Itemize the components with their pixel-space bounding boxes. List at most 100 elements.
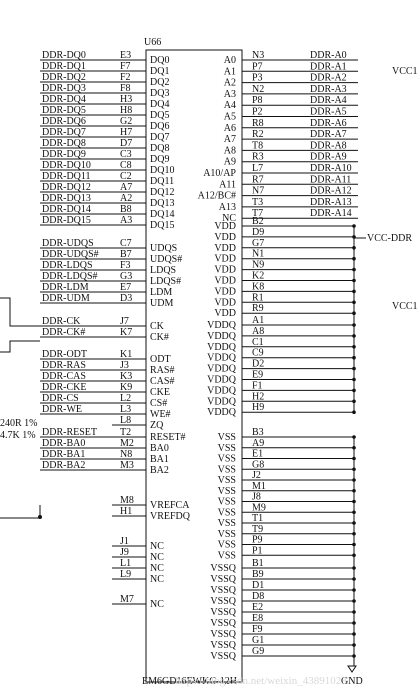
left-pin-name: DQ13 [150,198,174,209]
left-net-label: DDR-DQ8 [42,138,86,149]
left-net-label: DDR-DQ4 [42,94,86,105]
right-pin-number: D1 [252,580,264,591]
right-pin-name: VSSQ [210,585,236,596]
right-pin-name: VDDQ [207,375,237,386]
part-name: EM6GD16EWKG-12H [142,676,237,687]
resistor-label-4k7: 4.7K 1% [0,430,36,441]
right-pin-number: R3 [252,152,264,163]
gnd-label: GND [341,676,363,687]
right-pin-number: M1 [252,481,266,492]
left-pin-name: ZQ [150,420,164,431]
right-pin-number: G9 [252,646,264,657]
right-pin-name: VDDQ [207,396,237,407]
left-net-label: DDR-BA0 [42,438,85,449]
left-net-label: DDR-CKE [42,382,86,393]
right-pin-name: VSSQ [210,607,236,618]
left-pin-name: UDQS [150,243,177,254]
right-pin-number: R1 [252,292,264,303]
left-pin-name: CK# [150,332,169,343]
right-pin-name: VDD [214,276,236,287]
left-pin-number: J1 [120,536,129,547]
right-pin-number: E2 [252,602,263,613]
left-pin-name: BA0 [150,443,169,454]
left-pin-name: BA2 [150,465,169,476]
right-pin-name: A1 [224,66,236,77]
left-pin-number: F2 [120,72,131,83]
left-pin-number: K9 [120,382,132,393]
left-pin-number: F8 [120,83,131,94]
right-pin-name: VSSQ [210,618,236,629]
left-pin: L1 NC [112,558,164,574]
right-pin-number: B9 [252,569,264,580]
left-net-label: DDR-RESET [42,427,97,438]
right-net-label: DDR-A14 [310,208,352,219]
right-pin-name: VDD [214,265,236,276]
right-pin-number: H2 [252,391,264,402]
left-pin-name: DQ4 [150,99,169,110]
right-net-label: DDR-A9 [310,152,347,163]
right-pin-number: R2 [252,129,264,140]
right-pin-number: P7 [252,61,263,72]
left-net-label: DDR-UDQS [42,238,94,249]
vcc-mid-label: VCC1 [392,301,418,312]
left-net-label: DDR-BA2 [42,460,85,471]
left-net-label: DDR-DQ2 [42,72,86,83]
left-pin-number: L1 [120,558,131,569]
ck-wire [0,297,40,327]
left-pin-name: NC [150,563,164,574]
left-net-label: DDR-UDQS# [42,249,99,260]
left-pin-number: L9 [120,569,131,580]
left-pin-number: L3 [120,404,131,415]
right-net-label: DDR-A7 [310,129,347,140]
resistor-label-240r: 240R 1% [0,418,38,429]
left-pin-name: UDQS# [150,254,182,265]
left-net-label: DDR-BA1 [42,449,85,460]
left-pin-name: BA1 [150,454,169,465]
left-pin-number: J3 [120,360,129,371]
right-pin-number: P8 [252,95,263,106]
left-pin-number: M7 [120,594,134,605]
left-net-label: DDR-WE [42,404,82,415]
right-net-label: DDR-A11 [310,174,351,185]
left-pin-number: K1 [120,349,132,360]
left-pin-name: DQ2 [150,77,169,88]
left-pin-number: C2 [120,171,132,182]
right-pin-number: T1 [252,513,263,524]
left-pin-name: CS# [150,398,167,409]
left-pin-name: CAS# [150,376,174,387]
right-pin-name: A4 [224,100,236,111]
left-pin-name: RESET# [150,432,186,443]
left-pin-name: RAS# [150,365,174,376]
right-pin-name: VDDQ [207,364,237,375]
left-net-label: DDR-LDQS# [42,271,98,282]
right-net-label: DDR-A2 [310,73,347,84]
right-pin-number: N3 [252,50,264,61]
left-pin-name: VREFCA [150,500,190,511]
left-pin-number: B7 [120,249,132,260]
left-pin-number: K7 [120,327,132,338]
right-pin-name: VSSQ [210,563,236,574]
right-pin-number: F1 [252,380,263,391]
left-net-label: DDR-DQ1 [42,61,86,72]
left-net-label: DDR-DQ15 [42,215,91,226]
watermark: https://blog.csdn.net/weixin_43891023 [175,675,347,687]
left-net-label: DDR-DQ3 [42,83,86,94]
left-pin-name: DQ3 [150,88,169,99]
